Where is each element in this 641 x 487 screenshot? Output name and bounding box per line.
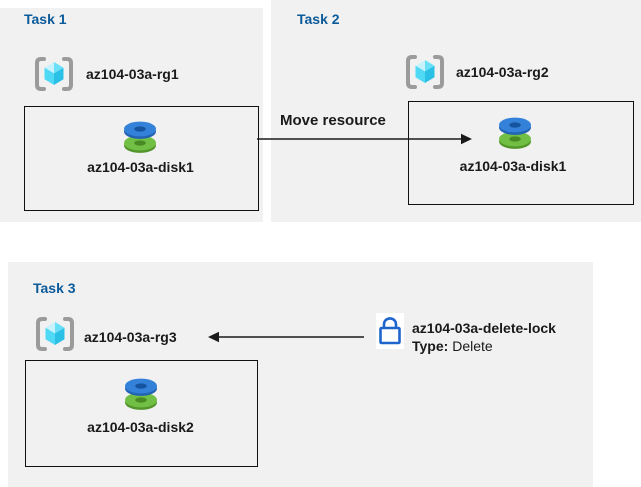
lock-icon bbox=[376, 313, 404, 349]
delete-lock-type-label: Type: bbox=[412, 338, 449, 354]
move-resource-label: Move resource bbox=[280, 112, 386, 129]
task3-resource-group-name: az104-03a-rg3 bbox=[84, 329, 177, 345]
task1-disk-name: az104-03a-disk1 bbox=[87, 159, 194, 175]
task1-resource-box bbox=[24, 106, 259, 211]
task1-resource-group-name: az104-03a-rg1 bbox=[86, 66, 179, 82]
managed-disk-icon bbox=[122, 120, 158, 154]
delete-lock-name: az104-03a-delete-lock bbox=[412, 320, 556, 336]
task2-panel bbox=[271, 0, 641, 222]
task1-panel bbox=[0, 8, 263, 222]
move-resource-arrow bbox=[257, 133, 472, 145]
task3-disk-name: az104-03a-disk2 bbox=[87, 419, 194, 435]
task2-title: Task 2 bbox=[297, 11, 340, 27]
resource-group-icon bbox=[34, 315, 76, 353]
task3-title: Task 3 bbox=[33, 280, 76, 296]
task3-resource-box bbox=[25, 360, 258, 467]
delete-lock-type: Type: Delete bbox=[412, 338, 493, 354]
delete-lock-type-value: Delete bbox=[452, 338, 493, 354]
task3-panel bbox=[8, 262, 593, 487]
managed-disk-icon bbox=[123, 377, 159, 411]
resource-group-icon bbox=[404, 53, 446, 91]
delete-lock-arrow bbox=[208, 331, 364, 343]
task2-resource-group-name: az104-03a-rg2 bbox=[456, 64, 549, 80]
task2-disk-name: az104-03a-disk1 bbox=[459, 158, 567, 174]
task2-resource-box bbox=[408, 101, 634, 205]
task1-title: Task 1 bbox=[24, 11, 67, 27]
managed-disk-icon bbox=[497, 116, 533, 150]
resource-group-icon bbox=[33, 55, 75, 93]
